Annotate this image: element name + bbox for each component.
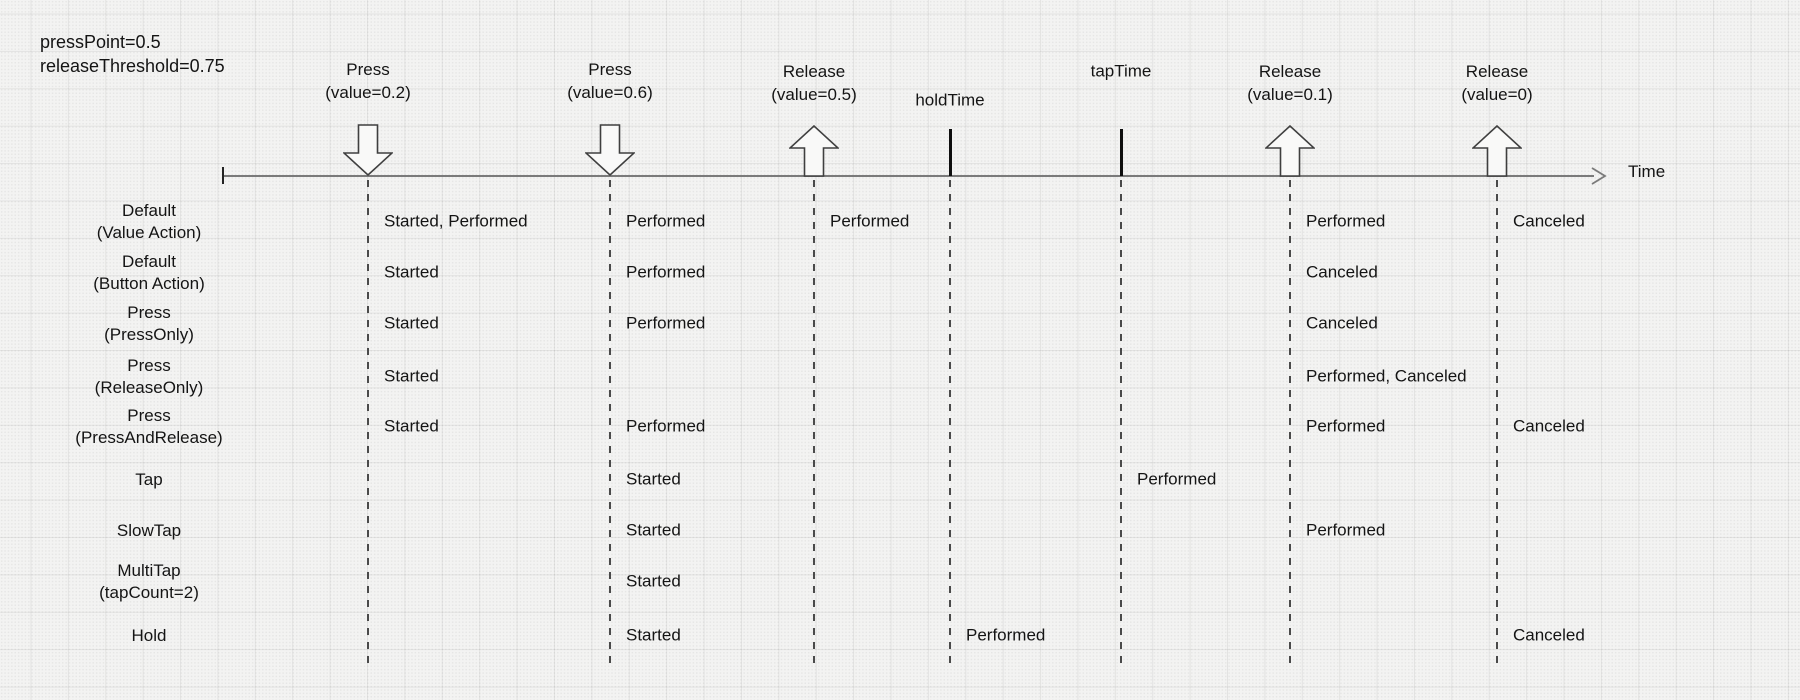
holdTime-tick-mark: [948, 129, 952, 176]
row-label-line: (Value Action): [96, 223, 202, 242]
row-label-line: (Button Action): [93, 274, 205, 293]
event-label-press-pressandrelease-release2: Performed: [1306, 416, 1386, 436]
release-up-arrow-icon: [1265, 125, 1315, 177]
dashed-line-press1: [367, 180, 369, 664]
event-label-default-value-action-press1: Started, Performed: [384, 211, 528, 231]
row-label-press-pressandrelease: Press (PressAndRelease): [75, 405, 222, 449]
time-axis-arrowhead-icon: [1591, 167, 1607, 185]
dashed-line-holdTime: [949, 180, 951, 664]
column-label-line: Press: [588, 60, 632, 79]
column-label-line: (value=0): [1461, 85, 1533, 104]
event-label-press-pressonly-release2: Canceled: [1306, 313, 1378, 333]
event-label-multitap-tapcount-2-press2: Started: [626, 571, 681, 591]
event-label-tap-press2: Started: [626, 469, 681, 489]
event-label-hold-holdTime: Performed: [966, 625, 1046, 645]
event-label-default-button-action-press2: Performed: [626, 262, 706, 282]
press-point-annotation: pressPoint=0.5: [40, 32, 161, 52]
column-label-tapTime: tapTime: [1091, 60, 1152, 83]
column-label-line: holdTime: [915, 90, 985, 110]
tapTime-tick-mark: [1119, 129, 1123, 176]
row-label-line: Press: [127, 356, 171, 375]
row-label-line: Default: [122, 252, 176, 271]
row-label-line: (ReleaseOnly): [94, 378, 204, 397]
row-label-line: Press: [127, 303, 171, 322]
row-label-default-value-action: Default (Value Action): [97, 200, 202, 244]
event-label-default-button-action-press1: Started: [384, 262, 439, 282]
column-label-line: (value=0.6): [567, 83, 653, 102]
column-label-press1: Press (value=0.2): [325, 58, 411, 104]
event-label-press-pressandrelease-press2: Performed: [626, 416, 706, 436]
dashed-line-release1: [813, 180, 815, 664]
row-label-line: (PressAndRelease): [75, 428, 223, 447]
row-label-hold: Hold: [132, 625, 167, 647]
event-label-press-releaseonly-release2: Performed, Canceled: [1306, 366, 1467, 386]
row-label-line: MultiTap: [117, 561, 181, 580]
event-label-slowtap-release2: Performed: [1306, 520, 1386, 540]
row-label-line: (tapCount=2): [99, 583, 199, 602]
parameters-annotation: pressPoint=0.5 releaseThreshold=0.75: [40, 30, 225, 78]
event-label-default-value-action-release3: Canceled: [1513, 211, 1585, 231]
press-down-arrow-icon: [585, 124, 635, 176]
column-label-press2: Press (value=0.6): [567, 58, 653, 104]
event-label-press-pressandrelease-press1: Started: [384, 416, 439, 436]
event-label-slowtap-press2: Started: [626, 520, 681, 540]
time-axis-start-tick: [222, 167, 224, 184]
row-label-default-button-action: Default (Button Action): [93, 251, 205, 295]
press-down-arrow-icon: [343, 124, 393, 176]
event-label-hold-press2: Started: [626, 625, 681, 645]
row-label-multitap-tapcount-2: MultiTap (tapCount=2): [99, 560, 199, 604]
column-label-release3: Release (value=0): [1461, 60, 1532, 106]
row-label-line: Press: [127, 406, 171, 425]
dashed-line-release2: [1289, 180, 1291, 664]
row-label-press-pressonly: Press (PressOnly): [104, 302, 194, 346]
event-label-press-pressonly-press1: Started: [384, 313, 439, 333]
row-label-press-releaseonly: Press (ReleaseOnly): [95, 355, 204, 399]
event-label-press-releaseonly-press1: Started: [384, 366, 439, 386]
column-label-line: Release: [782, 62, 846, 81]
column-label-line: Press: [346, 60, 390, 79]
column-label-line: tapTime: [1090, 61, 1152, 81]
column-label-line: (value=0.2): [325, 83, 411, 102]
event-label-press-pressandrelease-release3: Canceled: [1513, 416, 1585, 436]
event-label-default-value-action-release2: Performed: [1306, 211, 1386, 231]
event-label-default-value-action-press2: Performed: [626, 211, 706, 231]
release-up-arrow-icon: [789, 125, 839, 177]
event-label-hold-release3: Canceled: [1513, 625, 1585, 645]
column-label-line: Release: [1258, 62, 1322, 81]
column-label-release1: Release (value=0.5): [771, 60, 857, 106]
row-label-line: Tap: [135, 470, 163, 489]
row-label-line: Hold: [131, 626, 167, 645]
release-threshold-annotation: releaseThreshold=0.75: [40, 56, 225, 76]
column-label-holdTime: holdTime: [915, 89, 984, 112]
column-label-release2: Release (value=0.1): [1247, 60, 1333, 106]
event-label-default-button-action-release2: Canceled: [1306, 262, 1378, 282]
row-label-line: Default: [122, 201, 176, 220]
row-label-line: SlowTap: [116, 521, 182, 540]
time-axis-label: Time: [1628, 162, 1666, 181]
dashed-line-release3: [1496, 180, 1498, 664]
row-label-tap: Tap: [135, 469, 162, 491]
time-axis: [223, 175, 1594, 177]
release-up-arrow-icon: [1472, 125, 1522, 177]
dashed-line-tapTime: [1120, 180, 1122, 664]
dashed-line-press2: [609, 180, 611, 664]
event-label-default-value-action-release1: Performed: [830, 211, 910, 231]
row-label-line: (PressOnly): [104, 325, 194, 344]
column-label-line: (value=0.5): [771, 85, 857, 104]
event-label-tap-tapTime: Performed: [1137, 469, 1217, 489]
row-label-slowtap: SlowTap: [117, 520, 181, 542]
column-label-line: Release: [1465, 62, 1529, 81]
column-label-line: (value=0.1): [1247, 85, 1333, 104]
event-label-press-pressonly-press2: Performed: [626, 313, 706, 333]
